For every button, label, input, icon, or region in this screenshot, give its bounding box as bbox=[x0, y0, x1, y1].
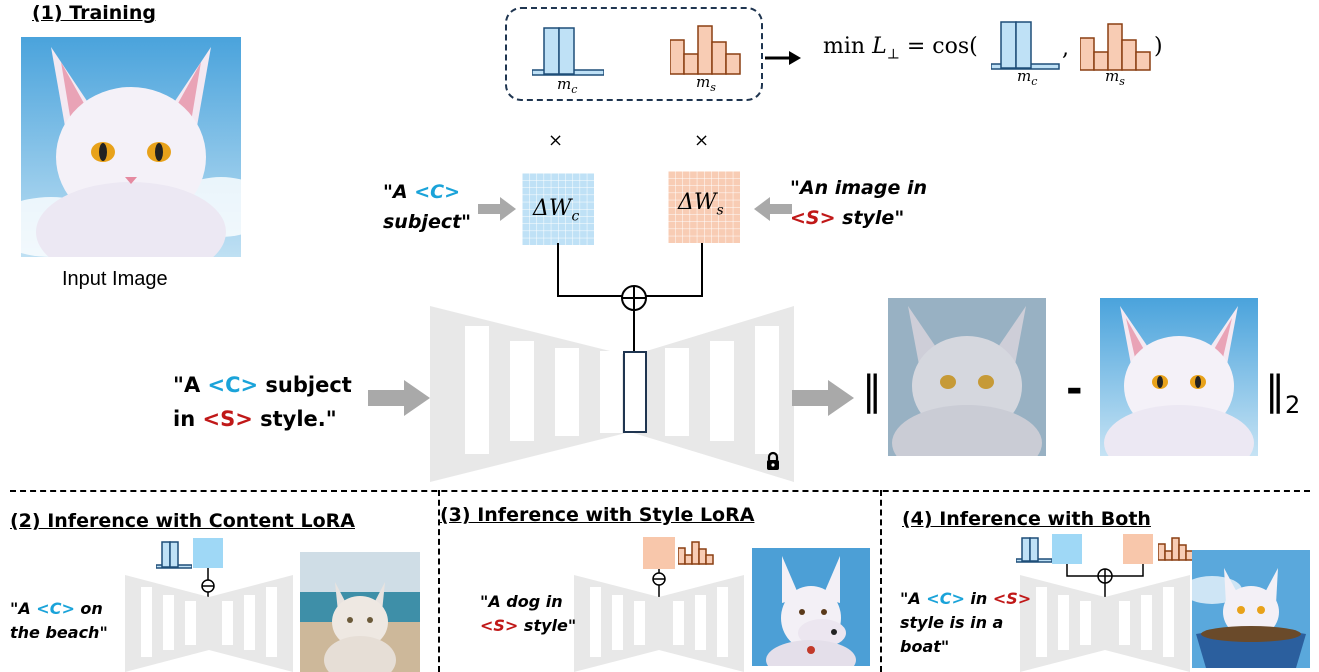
mask-ms-histogram bbox=[670, 25, 741, 75]
inf3-oplus bbox=[652, 569, 666, 599]
section-title-training: (1) Training bbox=[32, 2, 156, 24]
inf3-delta-ws bbox=[643, 537, 675, 569]
loss-comma: , bbox=[1062, 36, 1069, 61]
inf2-output-image bbox=[300, 552, 420, 672]
divider-vertical-left bbox=[438, 490, 440, 672]
content-prompt: "A <C> subject" bbox=[383, 181, 472, 233]
inf3-prompt: "A dog in <S> style" bbox=[480, 592, 577, 635]
inf2-unet bbox=[125, 575, 293, 672]
inf2-delta-wc bbox=[193, 538, 223, 568]
loss-close: ) bbox=[1154, 34, 1163, 59]
section-title-content: (2) Inference with Content LoRA bbox=[10, 510, 355, 532]
loss-ms-label: ms bbox=[1105, 67, 1125, 88]
inf4-ms-histogram bbox=[1158, 537, 1194, 561]
inf3-ms-histogram bbox=[678, 541, 714, 565]
style-prompt: "An image in <S> style" bbox=[790, 177, 928, 229]
arrow-to-loss bbox=[765, 51, 801, 65]
divider-horizontal bbox=[10, 490, 1310, 492]
times-right: × bbox=[694, 130, 710, 151]
times-left: × bbox=[548, 130, 564, 151]
arrow-into-unet bbox=[368, 380, 430, 416]
inf3-unet bbox=[574, 575, 744, 672]
inf4-output-image bbox=[1192, 550, 1310, 668]
lock-icon bbox=[767, 451, 779, 470]
inf2-oplus bbox=[201, 568, 215, 598]
arrow-content-prompt bbox=[478, 197, 516, 221]
inf4-prompt: "A <C> in <S> style is in a boat" bbox=[900, 589, 1032, 656]
inf2-mc-histogram bbox=[156, 541, 192, 569]
main-prompt: "A <C> subject in <S> style." bbox=[173, 373, 352, 431]
arrow-out-unet bbox=[792, 380, 854, 416]
input-image-caption: Input Image bbox=[62, 268, 168, 290]
loss-mc-label: mc bbox=[1017, 67, 1038, 88]
loss-formula: min L⊥ = cos( bbox=[823, 34, 978, 63]
unet-main bbox=[430, 306, 794, 482]
input-image bbox=[21, 37, 241, 257]
inf4-unet bbox=[1020, 575, 1190, 672]
inf2-prompt: "A <C> on the beach" bbox=[10, 599, 108, 642]
inf4-mc-histogram bbox=[1016, 537, 1052, 563]
mask-mc-label: mc bbox=[557, 75, 578, 96]
loss-ms-histogram bbox=[1080, 23, 1151, 71]
inf3-output-image bbox=[752, 548, 870, 666]
inf4-delta-wc bbox=[1052, 534, 1082, 564]
section-title-both: (4) Inference with Both bbox=[902, 508, 1151, 530]
lora-connector bbox=[557, 243, 703, 353]
mask-ms-label: ms bbox=[696, 73, 716, 94]
loss-mc-histogram bbox=[991, 21, 1060, 70]
delta-ws-grid bbox=[668, 171, 740, 243]
target-image bbox=[1100, 298, 1258, 456]
arrow-style-prompt bbox=[754, 197, 792, 221]
norm-left: ‖ bbox=[862, 368, 882, 414]
mask-mc-histogram bbox=[532, 27, 604, 76]
inf4-connector bbox=[1066, 564, 1144, 598]
section-title-style: (3) Inference with Style LoRA bbox=[440, 504, 755, 526]
norm-minus: - bbox=[1066, 366, 1083, 412]
divider-vertical-right bbox=[880, 490, 882, 672]
delta-wc-grid bbox=[522, 173, 594, 245]
norm-right: ‖2 bbox=[1265, 368, 1301, 419]
delta-wc-label: ΔWc bbox=[533, 196, 580, 225]
predicted-noisy-image bbox=[888, 298, 1046, 456]
mask-box bbox=[505, 7, 763, 101]
delta-ws-label: ΔWs bbox=[678, 190, 724, 219]
inf4-delta-ws bbox=[1123, 534, 1153, 564]
